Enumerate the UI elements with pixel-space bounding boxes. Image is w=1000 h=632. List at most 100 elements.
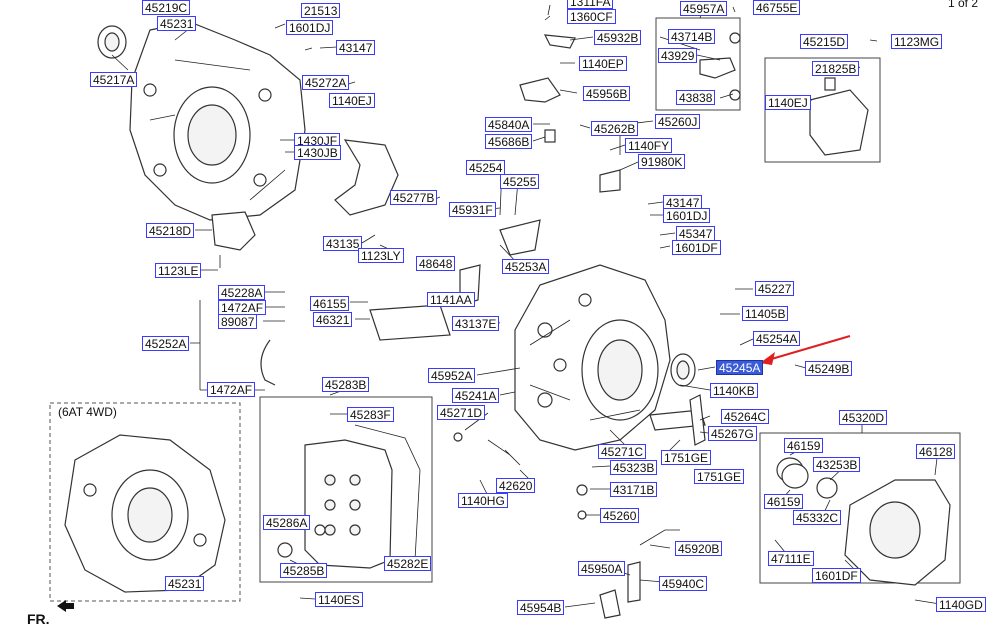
part-label-45940C[interactable]: 45940C [659, 576, 708, 591]
part-label-45332C[interactable]: 45332C [793, 510, 842, 525]
part-label-11405B[interactable]: 11405B [742, 306, 789, 321]
part-label-45245A-highlighted[interactable]: 45245A [716, 360, 764, 375]
part-label-43147[interactable]: 43147 [336, 40, 376, 55]
part-label-45952A[interactable]: 45952A [428, 368, 476, 383]
part-label-45931F[interactable]: 45931F [449, 202, 496, 217]
part-label-45277B[interactable]: 45277B [390, 190, 438, 205]
part-label-43714B[interactable]: 43714B [668, 29, 716, 44]
part-label-45241A[interactable]: 45241A [452, 388, 500, 403]
part-label-45267G[interactable]: 45267G [708, 426, 757, 441]
part-label-45323B[interactable]: 45323B [610, 460, 658, 475]
part-label-45215D[interactable]: 45215D [800, 34, 849, 49]
part-label-43137E[interactable]: 43137E [452, 316, 500, 331]
part-label-45283F[interactable]: 45283F [347, 407, 394, 422]
part-label-45950A[interactable]: 45950A [578, 561, 626, 576]
seal-45245A [670, 353, 696, 387]
part-label-1140HG[interactable]: 1140HG [458, 493, 508, 508]
part-label-1140ES[interactable]: 1140ES [315, 592, 363, 607]
part-label-45252A[interactable]: 45252A [142, 336, 190, 351]
part-label-45272A[interactable]: 45272A [302, 75, 350, 90]
part-label-1751GE[interactable]: 1751GE [661, 450, 712, 465]
part-label-21825B[interactable]: 21825B [812, 61, 860, 76]
part-label-43253B[interactable]: 43253B [813, 457, 861, 472]
part-label-43838[interactable]: 43838 [676, 90, 716, 105]
part-label-45954B[interactable]: 45954B [517, 600, 565, 615]
part-label-1140GD[interactable]: 1140GD [936, 597, 986, 612]
part-label-45956B[interactable]: 45956B [583, 86, 631, 101]
part-label-91980K[interactable]: 91980K [638, 154, 686, 169]
part-label-47111E[interactable]: 47111E [768, 551, 814, 566]
part-label-1140KB[interactable]: 1140KB [710, 383, 758, 398]
part-label-1140EJ[interactable]: 1140EJ [329, 93, 375, 108]
direction-label: FR. [27, 611, 50, 627]
part-label-45286A[interactable]: 45286A [263, 515, 311, 530]
part-label-1141AA[interactable]: 1141AA [427, 292, 475, 307]
detent-assembly [699, 32, 741, 101]
part-label-45255[interactable]: 45255 [500, 174, 540, 189]
mount-bracket [809, 77, 869, 156]
part-label-46159[interactable]: 46159 [784, 438, 824, 453]
part-label-45231-4wd[interactable]: 45231 [165, 576, 205, 591]
part-label-45320D[interactable]: 45320D [839, 410, 888, 425]
part-label-43171B[interactable]: 43171B [610, 482, 658, 497]
part-label-45219C[interactable]: 45219C [142, 0, 191, 15]
part-label-43929[interactable]: 43929 [658, 48, 698, 63]
part-label-48648[interactable]: 48648 [416, 256, 456, 271]
part-label-1123LE[interactable]: 1123LE [155, 263, 202, 278]
part-label-45217A[interactable]: 45217A [90, 72, 138, 87]
part-label-45282E[interactable]: 45282E [384, 556, 432, 571]
part-label-45957A[interactable]: 45957A [680, 1, 728, 16]
part-label-1601DF[interactable]: 1601DF [672, 240, 721, 255]
part-label-45271C[interactable]: 45271C [598, 444, 647, 459]
part-label-1123LY[interactable]: 1123LY [358, 248, 404, 263]
part-label-45347[interactable]: 45347 [676, 226, 716, 241]
transfer-cover [776, 457, 951, 586]
part-label-1360CF[interactable]: 1360CF [567, 9, 616, 24]
part-label-45285B[interactable]: 45285B [280, 563, 328, 578]
part-label-45932B[interactable]: 45932B [594, 30, 642, 45]
part-label-1601DJ-case[interactable]: 1601DJ [663, 208, 711, 223]
part-label-1601DJ[interactable]: 1601DJ [286, 20, 334, 35]
part-label-46128[interactable]: 46128 [916, 444, 956, 459]
part-label-45254[interactable]: 45254 [466, 160, 506, 175]
valve-body [277, 424, 421, 571]
part-label-45254A[interactable]: 45254A [753, 331, 801, 346]
part-label-45920B[interactable]: 45920B [675, 541, 723, 556]
part-label-45283B[interactable]: 45283B [322, 377, 370, 392]
part-label-1472AF[interactable]: 1472AF [218, 300, 267, 315]
part-label-45264C[interactable]: 45264C [721, 409, 770, 424]
part-label-46321[interactable]: 46321 [313, 312, 353, 327]
part-label-21513[interactable]: 21513 [301, 3, 341, 18]
part-label-43135[interactable]: 43135 [323, 236, 363, 251]
bracket-45218D [211, 211, 256, 268]
part-label-46755E[interactable]: 46755E [753, 0, 801, 15]
part-label-45686B[interactable]: 45686B [485, 134, 533, 149]
part-label-1140FY[interactable]: 1140FY [625, 138, 673, 153]
part-label-1430JF[interactable]: 1430JF [294, 133, 341, 148]
part-label-1140EP[interactable]: 1140EP [579, 56, 627, 71]
part-label-45228A[interactable]: 45228A [218, 285, 266, 300]
part-label-1123MG[interactable]: 1123MG [891, 34, 943, 49]
part-label-1140EJ-mount[interactable]: 1140EJ [765, 95, 811, 110]
part-label-45260J[interactable]: 45260J [655, 114, 701, 129]
part-label-1311FA[interactable]: 1311FA [567, 0, 614, 9]
part-label-1751GE-lower[interactable]: 1751GE [694, 469, 745, 484]
part-label-1472AF-lower[interactable]: 1472AF [207, 382, 256, 397]
part-label-43147-case[interactable]: 43147 [663, 195, 703, 210]
part-label-45253A[interactable]: 45253A [502, 259, 550, 274]
part-label-45218D[interactable]: 45218D [146, 223, 195, 238]
part-label-45840A[interactable]: 45840A [485, 117, 533, 132]
part-label-45271D[interactable]: 45271D [437, 405, 486, 420]
part-label-45262B[interactable]: 45262B [591, 121, 639, 136]
part-label-45227[interactable]: 45227 [755, 281, 795, 296]
part-label-46159-lower[interactable]: 46159 [764, 494, 804, 509]
part-label-45231[interactable]: 45231 [157, 16, 197, 31]
part-label-1601DF-cover[interactable]: 1601DF [812, 568, 861, 583]
shield-43135 [334, 139, 399, 216]
part-label-45249B[interactable]: 45249B [805, 361, 853, 376]
part-label-46155[interactable]: 46155 [310, 296, 350, 311]
part-label-45260[interactable]: 45260 [600, 508, 640, 523]
part-label-1430JB[interactable]: 1430JB [294, 145, 341, 160]
part-label-42620[interactable]: 42620 [496, 478, 536, 493]
part-label-89087[interactable]: 89087 [218, 314, 258, 329]
